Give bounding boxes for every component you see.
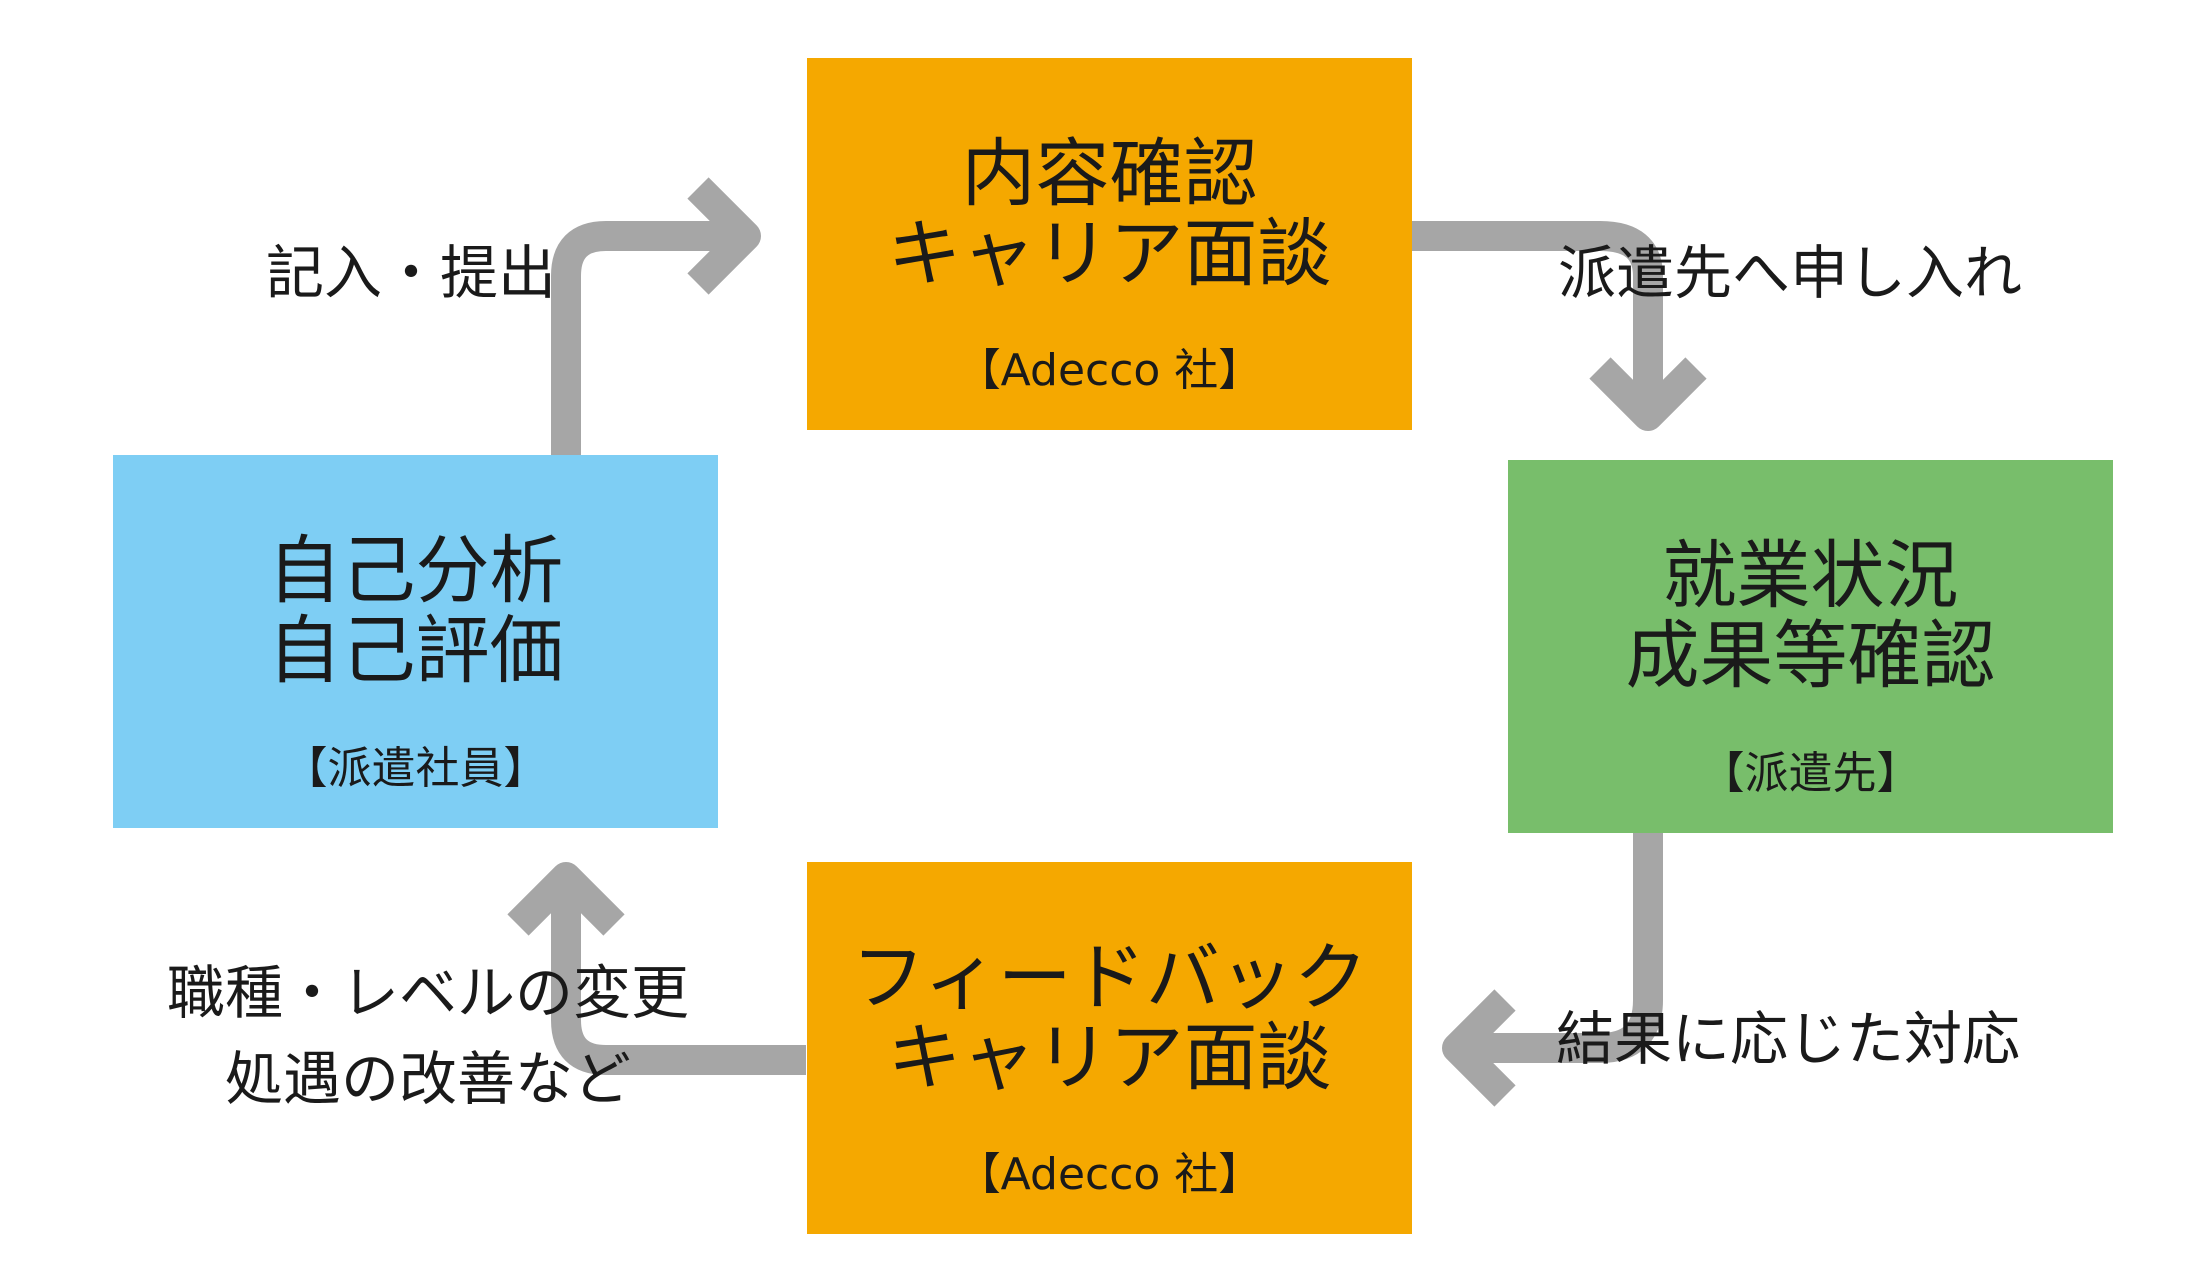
node-right-box: 就業状況 成果等確認 【派遣先】 [1508,460,2113,833]
node-right-owner: 【派遣先】 [1700,748,1921,799]
arrowhead-left-to-top [687,177,761,295]
node-left-owner: 【派遣社員】 [283,743,548,794]
edge-label-bottom-to-left-line2: 処遇の改善など [224,1045,631,1113]
node-left-box: 自己分析 自己評価 【派遣社員】 [113,455,718,828]
node-bottom-box: フィードバック キャリア面談 【Adecco 社】 [807,862,1412,1234]
node-top-title: 内容確認 キャリア面談 [888,134,1332,294]
node-top-line2: キャリア面談 [887,211,1332,297]
node-top-owner: 【Adecco 社】 [956,345,1263,396]
arrow-left-to-top [551,221,738,455]
edge-label-bottom-to-left-line1: 職種・レベルの変更 [166,959,689,1027]
edge-label-left-to-top: 記入・提出 [266,239,557,307]
node-right-line1: 就業状況 [1662,533,1959,619]
arrow-right-to-bottom [1465,833,1663,1063]
node-bottom-line1: フィードバック [851,935,1368,1021]
edge-label-bottom-to-left: 職種・レベルの変更 処遇の改善など [160,950,696,1122]
arrow-bottom-to-left [551,885,806,1075]
node-left-title: 自己分析 自己評価 [268,531,564,691]
node-bottom-line2: キャリア面談 [887,1015,1332,1101]
node-top-line1: 内容確認 [961,131,1258,217]
arrowhead-bottom-to-left [507,862,625,936]
node-bottom-title: フィードバック キャリア面談 [851,938,1368,1098]
node-top-box: 内容確認 キャリア面談 【Adecco 社】 [807,58,1412,430]
node-left-line2: 自己評価 [267,608,564,694]
edge-label-right-to-bottom: 結果に応じた対応 [1556,1005,2021,1073]
node-bottom-owner: 【Adecco 社】 [956,1149,1263,1200]
arrowhead-right-to-bottom [1442,989,1516,1107]
node-right-line2: 成果等確認 [1625,613,1996,699]
arrow-top-to-right [1412,221,1663,408]
node-left-line1: 自己分析 [267,528,564,614]
arrowhead-top-to-right [1589,357,1707,431]
node-right-title: 就業状況 成果等確認 [1626,536,1996,696]
edge-label-top-to-right: 派遣先へ申し入れ [1558,239,2023,307]
